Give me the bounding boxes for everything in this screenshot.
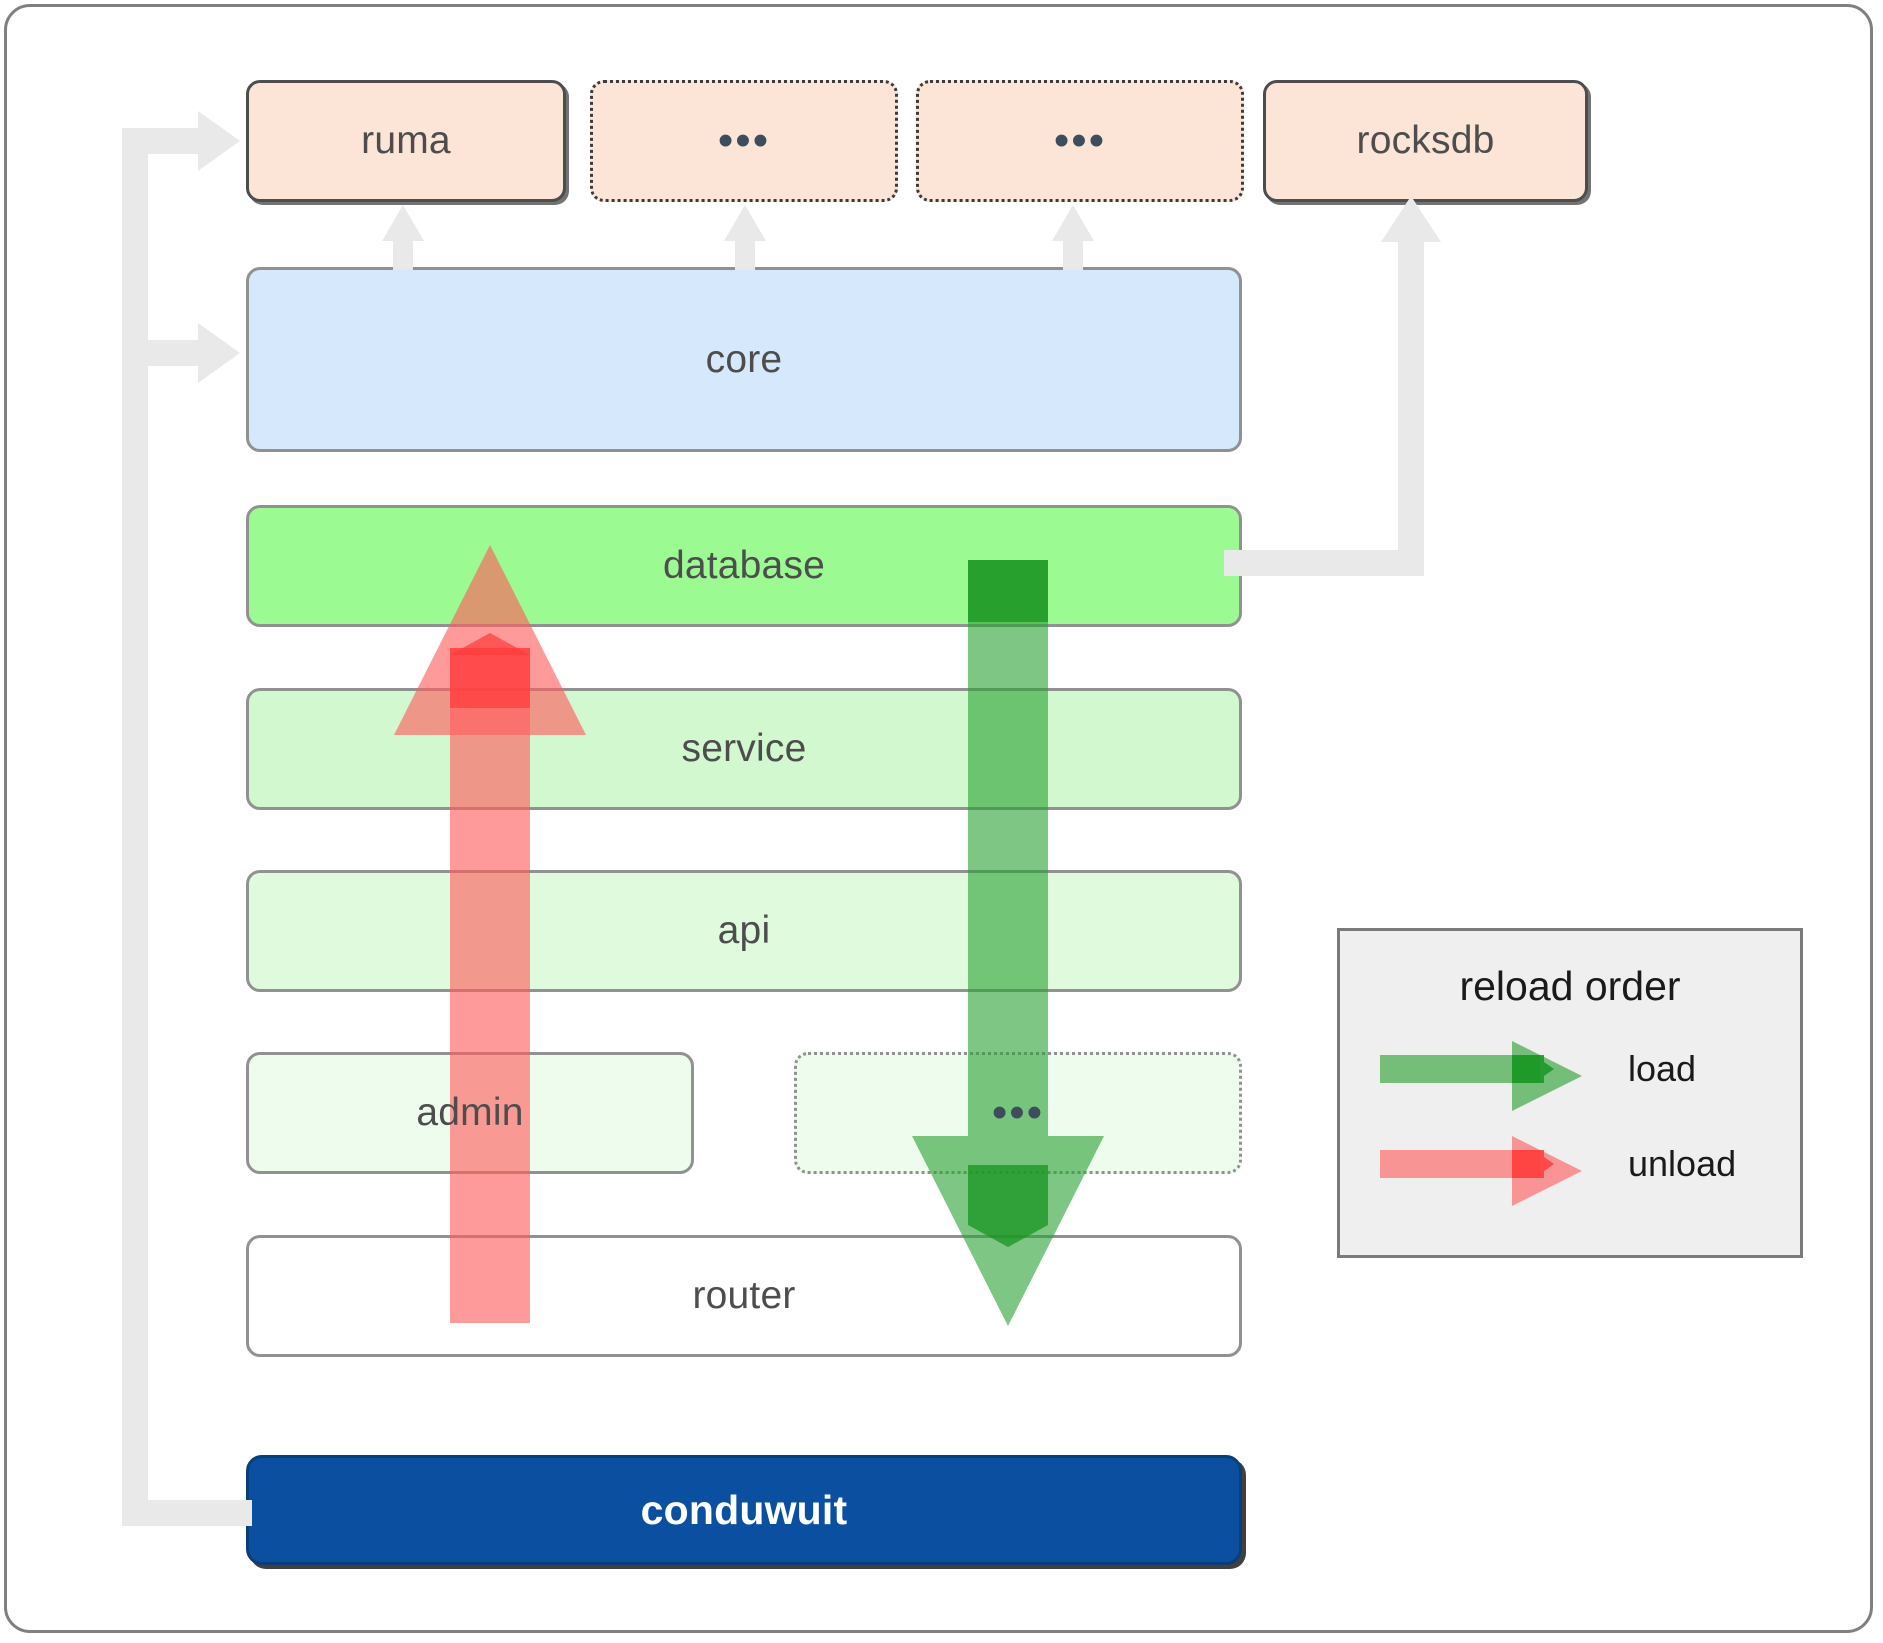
legend-load-arrow-core <box>1512 1055 1544 1083</box>
layer-label-api: api <box>717 909 771 952</box>
application-box-conduwuit[interactable]: conduwuit <box>246 1455 1242 1565</box>
legend-unload-arrow-core-head <box>1544 1157 1554 1171</box>
layer-box-placeholder[interactable]: ••• <box>794 1052 1242 1174</box>
connector-arrowhead-core-to-dots2 <box>1052 205 1094 241</box>
layer-label-service: service <box>681 727 807 770</box>
dependency-label-ruma: ruma <box>361 119 451 162</box>
connector-database-to-right-rail <box>1224 550 1424 576</box>
layer-box-database[interactable]: database <box>246 505 1242 627</box>
dependency-label-rocksdb: rocksdb <box>1356 119 1495 162</box>
legend-label-load: load <box>1628 1048 1697 1089</box>
connector-arrowhead-rocksdb <box>1381 196 1441 242</box>
legend-title: reload order <box>1459 963 1681 1009</box>
layer-label-database: database <box>662 544 826 587</box>
legend-unload-arrow-core <box>1512 1150 1544 1178</box>
legend-load-arrow-core-head <box>1544 1062 1554 1076</box>
layer-box-router[interactable]: router <box>246 1235 1242 1357</box>
layer-label-admin: admin <box>416 1091 524 1134</box>
connector-arrowhead-core <box>198 323 240 383</box>
layer-box-admin[interactable]: admin <box>246 1052 694 1174</box>
application-label-conduwuit: conduwuit <box>640 1486 848 1533</box>
layer-box-core[interactable]: core <box>246 267 1242 452</box>
connector-arrowhead-ruma <box>198 111 240 171</box>
dependency-box-placeholder-2[interactable]: ••• <box>916 80 1244 202</box>
connector-arrowhead-core-to-ruma <box>382 205 424 241</box>
connector-left-rail-vertical <box>122 140 148 1526</box>
legend-panel: reload order load unload <box>1337 928 1803 1258</box>
connector-right-rail-vertical <box>1398 240 1424 576</box>
dependency-box-ruma[interactable]: ruma <box>246 80 566 202</box>
layer-box-api[interactable]: api <box>246 870 1242 992</box>
layer-label-placeholder: ••• <box>991 1088 1045 1138</box>
layer-label-core: core <box>705 337 783 381</box>
dependency-label-placeholder-2: ••• <box>1053 116 1107 166</box>
dependency-box-placeholder-1[interactable]: ••• <box>590 80 898 202</box>
layer-box-service[interactable]: service <box>246 688 1242 810</box>
layer-label-router: router <box>692 1274 796 1317</box>
dependency-box-rocksdb[interactable]: rocksdb <box>1263 80 1588 202</box>
connector-arrowhead-core-to-dots1 <box>724 205 766 241</box>
dependency-label-placeholder-1: ••• <box>717 116 771 166</box>
diagram-frame <box>4 4 1873 1633</box>
legend-label-unload: unload <box>1628 1143 1737 1184</box>
